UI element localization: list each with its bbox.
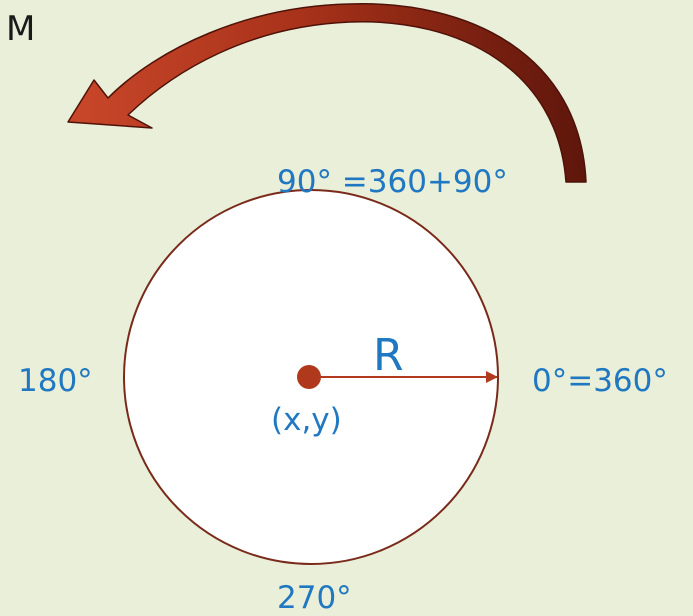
angle-label-left: 180° (18, 363, 93, 399)
curved-moment-arrow (67, 3, 587, 183)
angle-label-right: 0°=360° (532, 363, 668, 399)
center-point (297, 365, 321, 389)
angle-label-bottom: 270° (277, 580, 352, 616)
radius-label: R (373, 330, 404, 381)
moment-label: M (6, 9, 35, 49)
angle-label-top: 90° =360+90° (277, 164, 508, 200)
center-label: (x,y) (271, 402, 342, 438)
